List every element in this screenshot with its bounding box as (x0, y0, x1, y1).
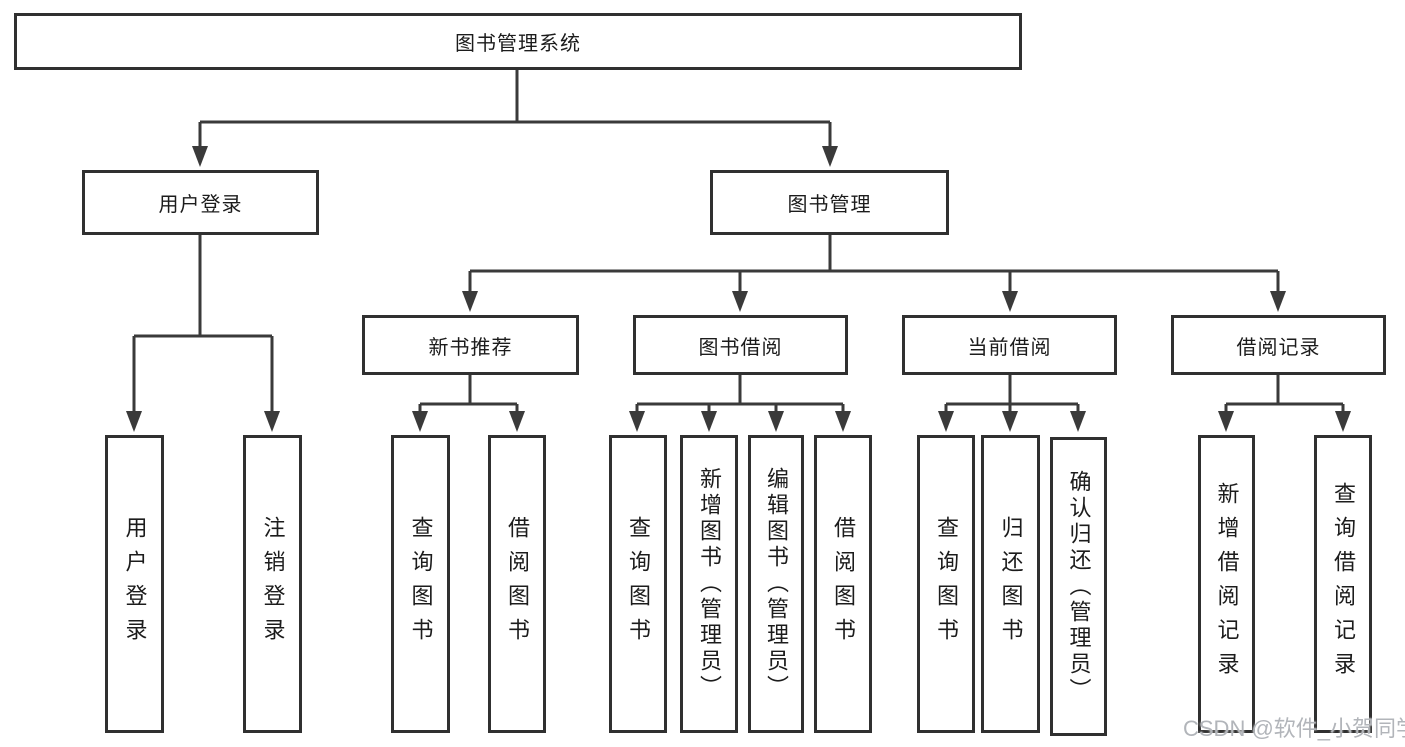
node-label: 用户登录 (122, 516, 148, 652)
node-label: 当前借阅 (967, 336, 1052, 359)
node-label: 确认归还（管理员） (1066, 469, 1092, 704)
node-label: 借阅记录 (1236, 336, 1321, 359)
node-label: 图书管理系统 (455, 33, 581, 55)
node-label: 查询借阅记录 (1331, 482, 1356, 686)
node-label: 图书管理 (787, 194, 872, 216)
leaf-borrow-add-book-admin: 新增图书（管理员） (680, 435, 738, 733)
watermark: CSDN @软件_小贺同学 (1183, 716, 1405, 741)
node-root-system: 图书管理系统 (14, 13, 1022, 70)
node-label: 借阅图书 (831, 516, 856, 652)
node-label: 用户登录 (158, 194, 243, 216)
node-label: 查询图书 (626, 516, 651, 652)
leaf-current-confirm-return-admin: 确认归还（管理员） (1050, 437, 1107, 736)
node-label: 借阅图书 (505, 516, 530, 652)
leaf-current-return-book: 归还图书 (981, 435, 1040, 733)
leaf-newbook-query-book: 查询图书 (391, 435, 450, 733)
node-label: 图书借阅 (698, 336, 783, 359)
leaf-borrow-query-book: 查询图书 (609, 435, 667, 733)
node-label: 查询图书 (408, 516, 434, 652)
leaf-records-query-record: 查询借阅记录 (1314, 435, 1372, 733)
node-label: 新增图书（管理员） (697, 467, 722, 701)
node-label: 新书推荐 (428, 336, 513, 359)
node-level2-book-management: 图书管理 (710, 170, 949, 235)
node-label: 新增借阅记录 (1214, 482, 1240, 686)
node-label: 注销登录 (260, 516, 286, 652)
leaf-borrow-borrow-book: 借阅图书 (814, 435, 872, 733)
leaf-current-query-book: 查询图书 (917, 435, 975, 733)
node-level3-borrow-records: 借阅记录 (1171, 315, 1386, 375)
node-label: 编辑图书（管理员） (764, 467, 789, 701)
node-label: 归还图书 (998, 516, 1024, 652)
node-level2-user-login: 用户登录 (82, 170, 319, 235)
node-level3-new-book-recommend: 新书推荐 (362, 315, 579, 375)
leaf-newbook-borrow-book: 借阅图书 (488, 435, 546, 733)
node-level3-book-borrow: 图书借阅 (633, 315, 848, 375)
leaf-user-logout: 注销登录 (243, 435, 302, 733)
node-label: 查询图书 (934, 516, 959, 652)
leaf-borrow-edit-book-admin: 编辑图书（管理员） (748, 435, 804, 733)
node-level3-current-borrow: 当前借阅 (902, 315, 1117, 375)
leaf-records-add-record: 新增借阅记录 (1198, 435, 1255, 733)
leaf-user-login: 用户登录 (105, 435, 164, 733)
